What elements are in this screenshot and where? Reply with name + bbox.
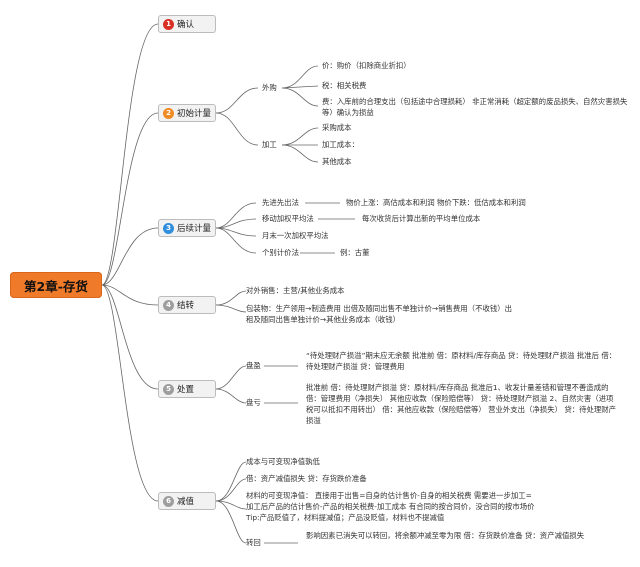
topic-impairment-entry[interactable]: 借：资产减值损失 贷：存货跌价准备 [246, 474, 367, 483]
topic-external-sale[interactable]: 对外销售：主营/其他业务成本 [246, 286, 345, 295]
topic-processing[interactable]: 加工 [262, 140, 277, 149]
topic-monthly-average[interactable]: 月末一次加权平均法 [262, 231, 329, 240]
leaf-tax[interactable]: 税：相关税费 [322, 81, 367, 90]
section-label: 减值 [177, 497, 195, 507]
topic-inventory-surplus[interactable]: 盘盈 [246, 361, 261, 370]
section-impairment[interactable]: 6 减值 [158, 492, 216, 510]
section-label: 处置 [177, 385, 195, 395]
section-initial-measurement[interactable]: 2 初始计量 [158, 104, 216, 122]
section-number-badge: 4 [163, 299, 174, 311]
section-number-badge: 1 [163, 18, 174, 30]
section-label: 结转 [177, 301, 195, 311]
leaf-specific-note[interactable]: 例：古董 [340, 248, 370, 257]
leaf-fee[interactable]: 费：入库前的合理支出（包括途中合理损耗） 非正常消耗（超定额的废品损失、自然灾害… [322, 97, 628, 117]
section-number-badge: 5 [163, 383, 174, 395]
leaf-deficit-entries[interactable]: 批准前 借：待处理财产损溢 贷：原材料/库存商品 批准后1、收发计量差错和管理不… [306, 383, 617, 425]
root-label: 第2章-存货 [24, 278, 88, 294]
connector-root-5 [101, 284, 159, 390]
section-confirm[interactable]: 1 确认 [158, 15, 216, 33]
topic-lower-of-cost-nrv[interactable]: 成本与可变现净值孰低 [246, 457, 320, 466]
section-transfer[interactable]: 4 结转 [158, 296, 216, 314]
connector-root-6 [101, 284, 159, 502]
section-number-badge: 3 [163, 222, 174, 234]
topic-reversal[interactable]: 转回 [246, 538, 261, 547]
connector-root-4 [101, 284, 159, 306]
leaf-surplus-entries[interactable]: “待处理财产损溢”期末应无余额 批准前 借：原材料/库存商品 贷：待处理财产损溢… [306, 351, 617, 371]
leaf-processing-cost[interactable]: 加工成本： [322, 140, 359, 149]
section-number-badge: 6 [163, 495, 174, 507]
section-subsequent-measurement[interactable]: 3 后续计量 [158, 219, 216, 237]
leaf-reversal-note[interactable]: 影响因素已消失可以转回，将余额冲减至零为限 借：存货跌价准备 贷：资产减值损失 [306, 531, 585, 540]
topic-moving-average[interactable]: 移动加权平均法 [262, 214, 314, 223]
section-label: 后续计量 [177, 224, 212, 234]
connector-root-2 [101, 112, 159, 286]
leaf-purchase-cost[interactable]: 采购成本 [322, 123, 352, 132]
section-label: 确认 [177, 20, 195, 30]
leaf-fifo-note[interactable]: 物价上涨：高估成本和利润 物价下跌：低估成本和利润 [346, 198, 526, 207]
topic-net-realizable-value[interactable]: 材料的可变现净值： 直接用于出售=自身的估计售价-自身的相关税费 需要进一步加工… [246, 491, 535, 522]
leaf-moving-average-note[interactable]: 每次收货后计算出新的平均单位成本 [362, 214, 481, 223]
root-node[interactable]: 第2章-存货 [10, 272, 102, 298]
topic-specific-identification[interactable]: 个别计价法 [262, 248, 299, 257]
leaf-other-cost[interactable]: 其他成本 [322, 157, 352, 166]
topic-fifo[interactable]: 先进先出法 [262, 198, 299, 207]
section-label: 初始计量 [177, 109, 212, 119]
connector-root-1 [101, 23, 159, 286]
topic-purchase[interactable]: 外购 [262, 83, 277, 92]
section-number-badge: 2 [163, 107, 174, 119]
leaf-price[interactable]: 价：购价（扣除商业折扣） [322, 61, 411, 70]
connector-root-3 [101, 227, 159, 286]
topic-packaging[interactable]: 包装物：生产领用→制造费用 出借及随同出售不单独计价→销售费用（不收钱）出租及随… [246, 304, 513, 324]
topic-inventory-deficit[interactable]: 盘亏 [246, 398, 261, 407]
section-disposal[interactable]: 5 处置 [158, 380, 216, 398]
